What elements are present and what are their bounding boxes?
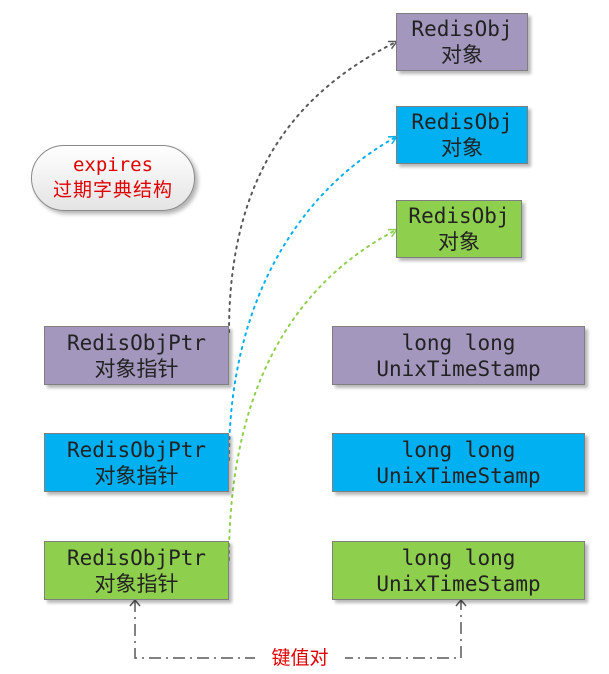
pointer-box-3-desc: 对象指针 xyxy=(94,571,179,596)
timestamp-box-3-desc: UnixTimeStamp xyxy=(376,571,541,596)
redis-object-2-type: RedisObj xyxy=(411,110,513,134)
pointer-box-1-type: RedisObjPtr xyxy=(66,330,207,355)
expires-dict-label: expires 过期字典结构 xyxy=(31,145,195,211)
pointer-arrow-2 xyxy=(228,137,396,461)
expires-dict-title: expires xyxy=(72,154,154,176)
timestamp-box-1-desc: UnixTimeStamp xyxy=(376,356,541,381)
pointer-box-2-type: RedisObjPtr xyxy=(66,437,207,462)
timestamp-box-1-type: long long xyxy=(401,330,516,355)
pointer-arrow-3 xyxy=(228,230,396,561)
timestamp-box-3-type: long long xyxy=(401,545,516,570)
pointer-box-1-desc: 对象指针 xyxy=(94,356,179,381)
redis-object-2: RedisObj 对象 xyxy=(396,106,528,164)
timestamp-box-2-type: long long xyxy=(401,437,516,462)
key-value-label: 键值对 xyxy=(255,645,345,671)
pointer-box-3-type: RedisObjPtr xyxy=(66,545,207,570)
pointer-box-2: RedisObjPtr 对象指针 xyxy=(44,433,229,492)
redis-object-1-desc: 对象 xyxy=(441,43,483,67)
pointer-box-1: RedisObjPtr 对象指针 xyxy=(44,326,229,385)
pointer-arrow-1 xyxy=(228,42,396,333)
pointer-box-2-desc: 对象指针 xyxy=(94,463,179,488)
pointer-box-3: RedisObjPtr 对象指针 xyxy=(44,541,229,600)
redis-object-3: RedisObj 对象 xyxy=(396,200,522,258)
redis-object-3-desc: 对象 xyxy=(438,230,480,254)
expires-dict-subtitle: 过期字典结构 xyxy=(52,179,173,201)
timestamp-box-2: long long UnixTimeStamp xyxy=(332,433,585,492)
redis-object-1: RedisObj 对象 xyxy=(396,13,528,71)
redis-object-2-desc: 对象 xyxy=(441,136,483,160)
timestamp-box-2-desc: UnixTimeStamp xyxy=(376,463,541,488)
redis-object-3-type: RedisObj xyxy=(408,204,510,228)
redis-object-1-type: RedisObj xyxy=(411,17,513,41)
timestamp-box-1: long long UnixTimeStamp xyxy=(332,326,585,385)
timestamp-box-3: long long UnixTimeStamp xyxy=(332,541,585,600)
